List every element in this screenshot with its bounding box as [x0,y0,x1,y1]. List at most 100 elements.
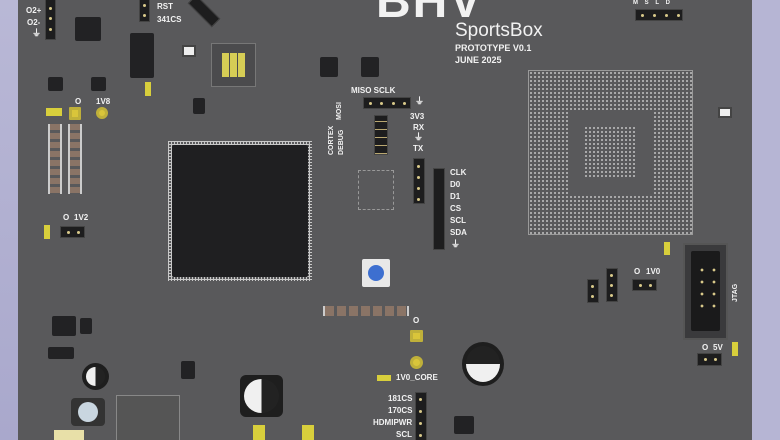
sensor-chip [211,43,256,87]
yellow-component [44,225,50,239]
label-o2-minus: O2- [27,18,41,27]
crystal [718,107,732,118]
yellow-component [377,375,391,381]
label-hdmipwr: HDMIPWR [373,418,413,427]
cortex-debug-header [374,115,388,155]
ic-chip [193,98,205,114]
jtag-connector[interactable] [683,243,728,340]
label-jtag: JTAG [732,283,739,302]
label-o-core: O [413,316,420,325]
label-1v0: 1V0 [646,267,661,276]
yellow-pad [302,425,314,440]
ic-chip [361,57,379,77]
ground-icon: ⏚ [451,239,461,249]
label-o-1v8: O [75,97,82,106]
yellow-component [732,342,738,356]
label-scl: SCL [450,216,466,225]
spi-header [363,97,411,109]
label-1v2: 1V2 [74,213,89,222]
label-o-1v0: O [634,267,641,276]
bga-footprint [528,70,693,235]
label-d: D [665,0,670,6]
label-341cs: 341CS [157,15,182,24]
ic-chip [75,17,101,41]
angled-header [187,0,221,28]
pcb-board: O2+ O2- ⏚ RST 341CS O 1V8 O 1V2 BHV Spor… [18,0,752,440]
label-sda: SDA [450,228,467,237]
1v0-jumper [632,279,657,291]
prototype-version: PROTOTYPE V0.1 [455,43,532,53]
ic-chip [48,77,63,91]
ground-icon: ⏚ [32,28,42,38]
label-d0: D0 [450,180,461,189]
yellow-component [46,108,62,116]
connector [54,430,84,440]
label-3v3: 3V3 [410,112,425,121]
electrolytic-capacitor [240,375,283,417]
label-cortex: CORTEX [328,125,335,155]
label-rst: RST [157,2,173,11]
jumper [587,279,599,303]
button-outline [358,170,394,210]
ic-chip [320,57,338,77]
main-mcu [172,145,308,277]
logo-bhv: BHV [376,0,484,28]
ic-chip [454,416,474,434]
test-pad-core [410,330,423,342]
label-cs: CS [450,204,462,213]
electrolytic-capacitor [462,342,504,386]
yellow-component [145,82,151,96]
label-1v8: 1V8 [96,97,111,106]
label-181cs: 181CS [388,394,413,403]
ic-chip [52,316,76,336]
capacitor-row [323,306,409,316]
label-o-5v: O [702,343,709,352]
date-label: JUNE 2025 [455,55,502,65]
ic-outline [116,395,180,440]
bottom-header [415,392,427,440]
label-mosi: MOSI [336,102,343,120]
5v-jumper [697,353,722,366]
uart-header [413,158,425,204]
ground-icon: ⏚ [414,132,424,142]
yellow-component [664,242,670,255]
label-s: S [644,0,649,6]
background-right [752,0,780,440]
label-o-1v2: O [63,213,70,222]
rst-header [139,0,150,22]
label-d1: D1 [450,192,461,201]
yellow-pad [253,425,265,440]
resistor-array [68,124,82,194]
label-1v0-core: 1V0_CORE [396,373,438,382]
label-tx: TX [413,144,424,153]
label-rx: RX [413,123,425,132]
label-miso-sclk: MISO SCLK [351,86,396,95]
1v2-jumper [60,226,85,238]
jumper [606,268,618,302]
diode [48,347,74,359]
sd-header [433,168,445,250]
test-pad [96,107,108,119]
label-top-right-pins: M S L D [633,0,670,6]
label-scl-bottom: SCL [396,430,412,439]
test-pad-gnd [410,356,423,369]
inductor [181,361,195,379]
reset-button[interactable] [362,259,390,287]
label-l: L [655,0,659,6]
electrolytic-capacitor [82,363,109,390]
label-5v: 5V [713,343,723,352]
ic-chip [130,33,154,78]
test-pad [69,107,81,120]
label-170cs: 170CS [388,406,413,415]
o2-header [45,0,56,40]
ic-chip [80,318,92,334]
label-o2-plus: O2+ [26,6,42,15]
product-name: SportsBox [455,20,543,41]
background-left [0,0,18,440]
top-right-header [635,9,683,21]
crystal [182,45,196,57]
ground-icon: ⏚ [415,96,425,106]
ic-chip [91,77,106,91]
label-clk: CLK [450,168,467,177]
label-debug: DEBUG [338,129,345,155]
